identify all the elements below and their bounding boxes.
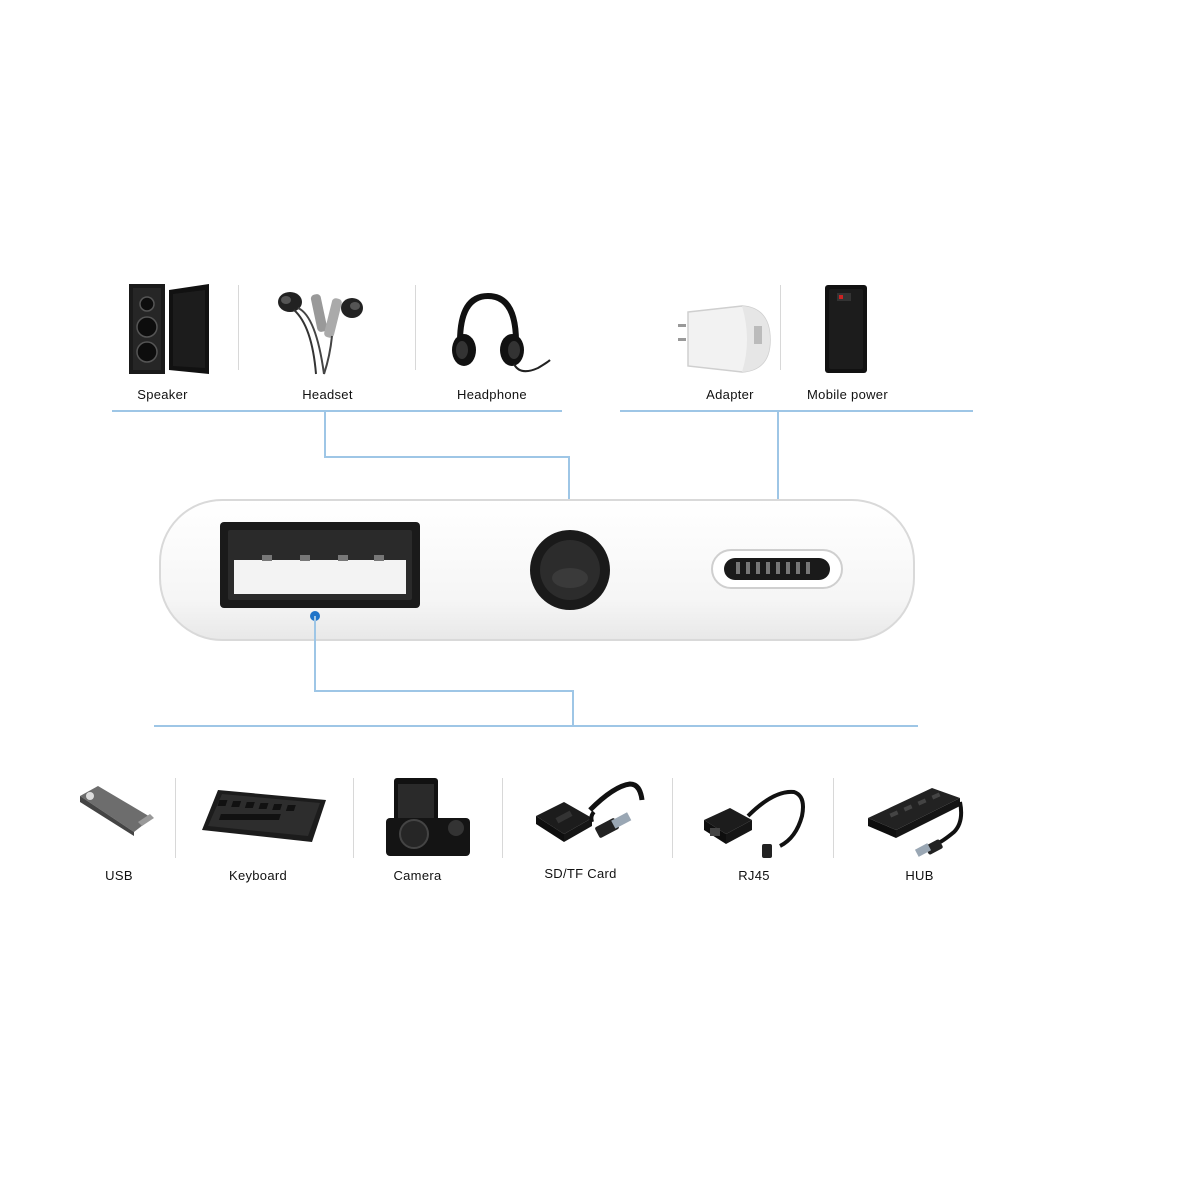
usb-hub-icon [868,788,964,857]
separator [353,778,354,858]
power-rail [620,410,973,412]
device-label: HUB [905,868,934,883]
separator [502,778,503,858]
ethernet-adapter-icon [704,789,805,858]
audio-connector [324,410,326,458]
device-label: USB [105,868,133,883]
device-label: Headphone [457,387,527,402]
device-label: Camera [393,868,442,883]
separator [238,285,239,370]
headphone-icon [452,292,551,373]
device-label: Speaker [137,387,188,402]
separator [780,285,781,370]
device-label: Headset [302,387,353,402]
device-label: Adapter [706,387,754,402]
power-connector [777,410,779,548]
usb-connector [314,690,574,692]
usb-connector [314,616,316,692]
usb-connector [572,690,574,726]
card-reader-icon [536,781,645,842]
speaker-icon [129,284,209,374]
audio-rail [112,410,562,412]
device-label: Keyboard [228,868,288,883]
separator [672,778,673,858]
audio-connector [568,456,570,530]
adapter-body [159,499,915,641]
audio-connector [324,456,570,458]
keyboard-icon [202,790,326,842]
camera-icon [386,778,470,856]
earphone-icon [278,292,363,375]
device-label: Mobile power [807,387,888,402]
device-label: SD/TF Card [544,866,617,881]
usb-drive-icon [80,786,154,836]
usb-rail [154,725,918,727]
separator [833,778,834,858]
device-label: RJ45 [738,868,770,883]
separator [415,285,416,370]
power-bank-icon [825,285,867,373]
separator [175,778,176,858]
power-adapter-icon [678,305,771,373]
